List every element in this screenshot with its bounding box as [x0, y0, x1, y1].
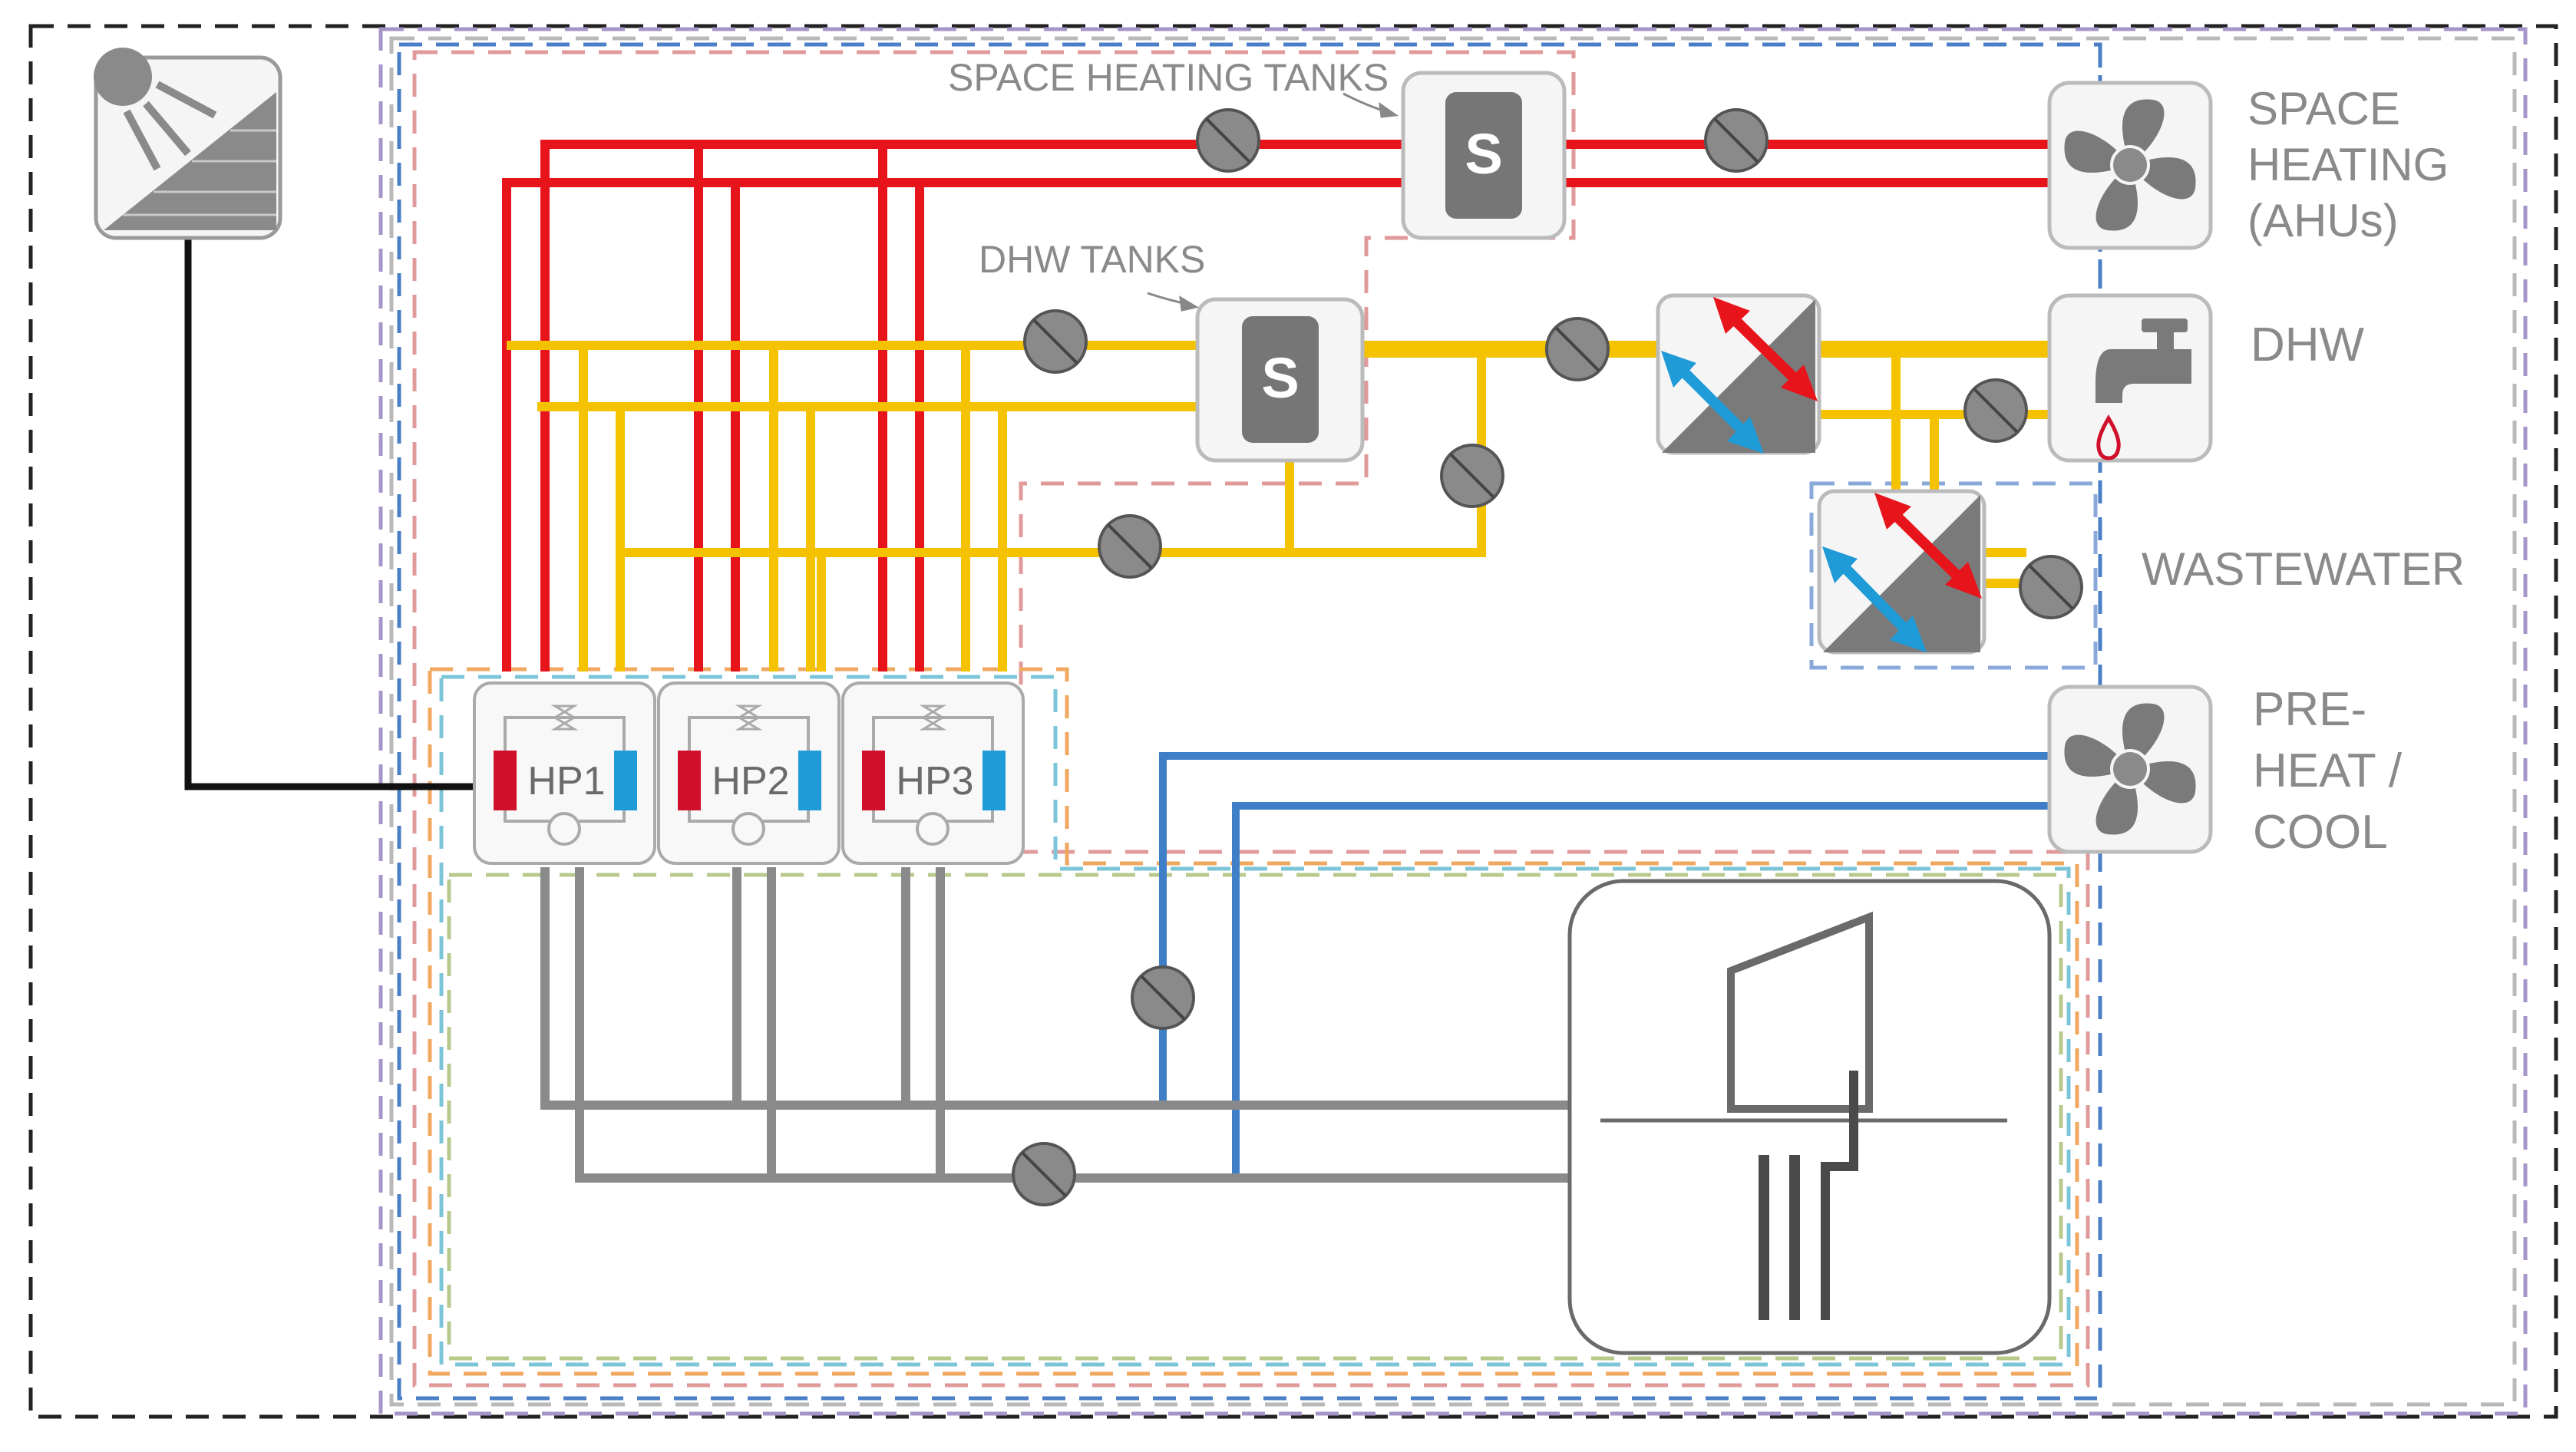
pump-icon [1023, 309, 1088, 374]
hp2-label: HP2 [712, 759, 789, 804]
pump-icon [1012, 1142, 1076, 1206]
building-boundary-grey [389, 36, 2517, 1407]
heatpump-boundary-orange [428, 667, 2079, 1376]
heat-pump-hp3: HP3 [841, 681, 1025, 865]
pump-icon [1963, 378, 2028, 443]
heat-exchanger-icon [1656, 293, 1821, 455]
preheat-label-line3: COOL [2253, 806, 2388, 859]
hp1-label: HP1 [527, 759, 605, 804]
ground-boundary-green [447, 873, 2063, 1361]
ground-loop-pipes [540, 867, 1574, 1183]
preheat-label-line1: PRE- [2253, 683, 2366, 736]
fan-icon [2047, 81, 2213, 250]
space-heating-tank-label: S [1465, 122, 1502, 186]
geothermal-borehole-icon [1567, 879, 2052, 1355]
dhw-pipes [507, 341, 2049, 672]
space-heating-tank: S [1401, 71, 1567, 240]
space-heating-tanks-label: SPACE HEATING TANKS [948, 56, 1389, 99]
dhw-tanks-label: DHW TANKS [979, 238, 1205, 281]
pump-icon [1131, 965, 1195, 1030]
pump-icon [2019, 555, 2083, 619]
heat-pump-hp2: HP2 [657, 681, 841, 865]
callout-arrows [1147, 92, 1399, 312]
dhw-tank: S [1195, 297, 1365, 463]
dhw-label: DHW [2251, 318, 2365, 371]
fan-icon [2047, 685, 2213, 854]
heatpump-boundary-teal [439, 675, 2071, 1367]
wastewater-boundary [1809, 481, 2098, 670]
space-heating-label-line3: (AHUs) [2247, 195, 2399, 246]
pump-icon [1098, 514, 1162, 579]
dhw-tank-label: S [1261, 346, 1299, 410]
wastewater-label: WASTEWATER [2142, 543, 2465, 595]
preheat-label-line2: HEAT / [2253, 744, 2403, 797]
hp3-label: HP3 [896, 759, 973, 804]
pump-icon [1704, 108, 1769, 173]
building-boundary-purple [378, 27, 2528, 1416]
electric-cable [184, 238, 491, 790]
outer-boundary [28, 24, 2558, 1419]
solar-panel-icon [94, 48, 282, 240]
system-boundaries [28, 24, 2558, 1419]
space-heating-boundary [412, 50, 2090, 1388]
heat-pump-hp1: HP1 [473, 681, 656, 865]
water-tap-icon [2047, 293, 2213, 463]
pumps [1012, 108, 2083, 1206]
heat-exchanger-icon [1817, 489, 1986, 655]
pump-icon [1196, 108, 1260, 173]
space-heating-label-line1: SPACE [2247, 83, 2400, 134]
pump-icon [1440, 444, 1504, 508]
pump-icon [1545, 317, 1610, 381]
space-heating-label-line2: HEATING [2247, 139, 2449, 190]
